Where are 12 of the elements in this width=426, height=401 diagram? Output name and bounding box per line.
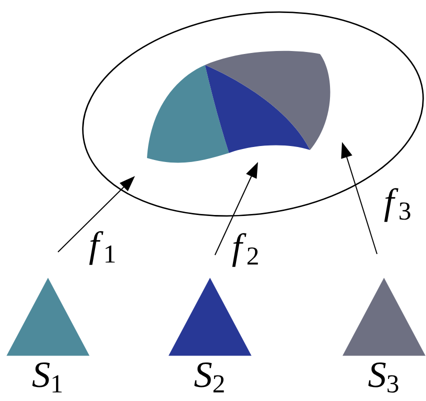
shaded-patch xyxy=(147,65,229,163)
triangle: S$_{3}$ xyxy=(342,278,426,393)
triangle: S$_{1}$ xyxy=(6,278,90,392)
shaded-patch xyxy=(205,50,330,150)
triangle: S$_{2}$ xyxy=(168,278,252,392)
shaded-patch xyxy=(205,65,310,153)
edge-label: f$_{3}$ xyxy=(384,188,410,222)
edge-label: f$_{2}$ xyxy=(232,233,258,267)
edge-label: f$_{1}$ xyxy=(89,231,115,265)
node-label: S$_{3}$ xyxy=(368,362,398,393)
node-label: S$_{2}$ xyxy=(194,362,224,392)
node-label: S$_{1}$ xyxy=(32,362,62,392)
